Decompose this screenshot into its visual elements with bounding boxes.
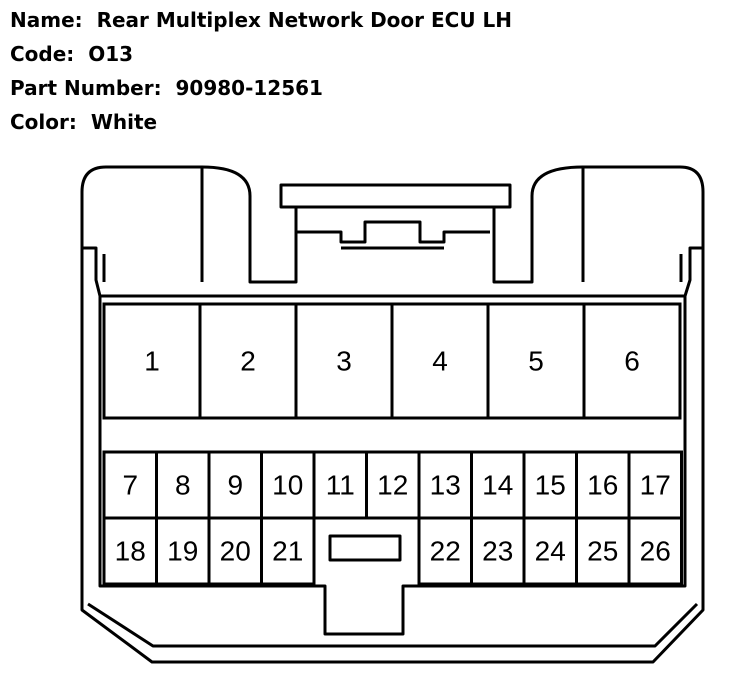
terminal-cell-26 <box>627 516 683 586</box>
terminal-label-15: 15 <box>535 470 566 501</box>
terminal-label-21: 21 <box>272 536 303 567</box>
terminal-label-5: 5 <box>528 346 544 377</box>
terminal-label-9: 9 <box>227 470 243 501</box>
color-label: Color: <box>10 110 77 134</box>
terminal-label-25: 25 <box>587 536 618 567</box>
connector-color-line: Color: White <box>10 112 157 132</box>
connector-housing-outline <box>80 165 705 664</box>
terminal-label-26: 26 <box>640 536 671 567</box>
connector-code: O13 <box>88 42 134 66</box>
terminal-label-14: 14 <box>482 470 513 501</box>
terminal-label-2: 2 <box>240 346 256 377</box>
name-label: Name: <box>10 8 83 32</box>
terminal-label-24: 24 <box>535 536 566 567</box>
terminal-label-20: 20 <box>220 536 251 567</box>
terminal-label-7: 7 <box>122 470 138 501</box>
connector-color: White <box>90 110 158 134</box>
terminal-cell-21 <box>260 516 316 586</box>
terminal-label-23: 23 <box>482 536 513 567</box>
terminal-label-3: 3 <box>336 346 352 377</box>
terminal-label-22: 22 <box>430 536 461 567</box>
part-number: 90980-12561 <box>175 76 323 100</box>
connector-name-line: Name: Rear Multiplex Network Door ECU LH <box>10 10 512 30</box>
terminal-label-19: 19 <box>167 536 198 567</box>
terminal-label-10: 10 <box>272 470 303 501</box>
terminal-label-18: 18 <box>115 536 146 567</box>
terminal-label-17: 17 <box>640 470 671 501</box>
terminal-cell-6 <box>582 302 682 420</box>
terminal-grid <box>102 302 683 586</box>
terminal-label-8: 8 <box>175 470 191 501</box>
terminal-label-1: 1 <box>144 346 160 377</box>
terminal-label-11: 11 <box>326 470 355 501</box>
part-number-label: Part Number: <box>10 76 162 100</box>
part-number-line: Part Number: 90980-12561 <box>10 78 323 98</box>
terminal-label-4: 4 <box>432 346 448 377</box>
terminal-label-12: 12 <box>377 470 408 501</box>
terminal-label-6: 6 <box>624 346 640 377</box>
connector-name: Rear Multiplex Network Door ECU LH <box>96 8 513 32</box>
code-label: Code: <box>10 42 75 66</box>
terminal-label-16: 16 <box>587 470 618 501</box>
connector-code-line: Code: O13 <box>10 44 133 64</box>
terminal-label-13: 13 <box>430 470 461 501</box>
